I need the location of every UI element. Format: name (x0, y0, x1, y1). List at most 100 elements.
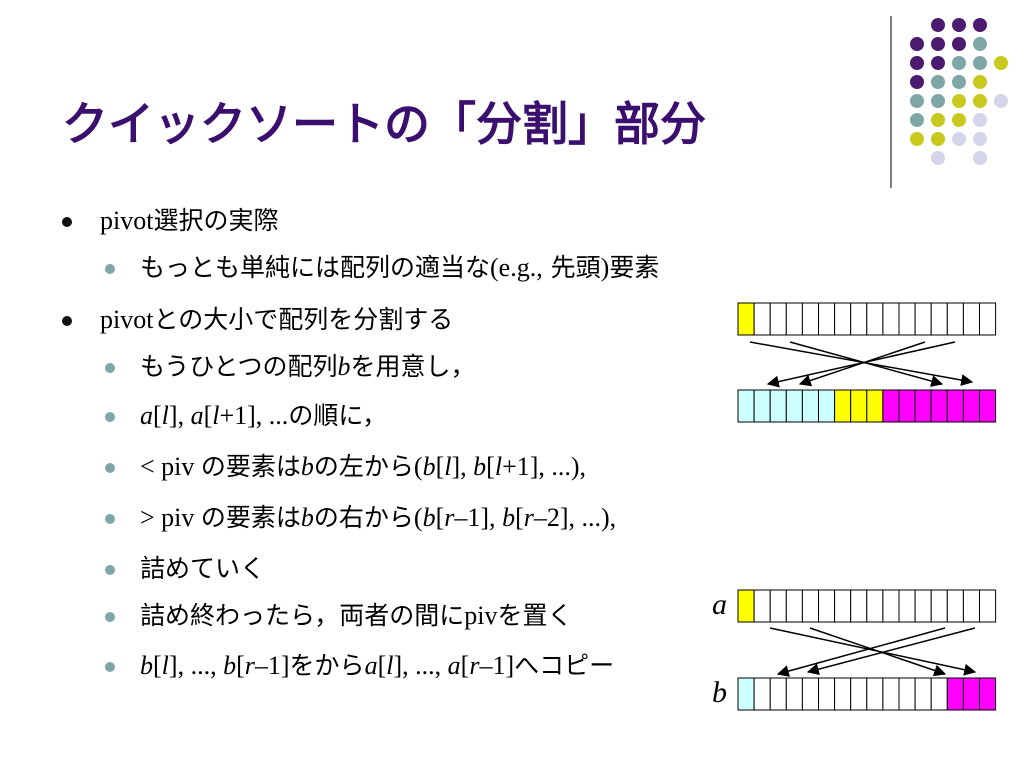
top-a-cell (818, 302, 836, 336)
top-b-cell (818, 389, 836, 423)
bottom-a-cell (882, 589, 900, 623)
bullet-var-b: b (337, 352, 351, 381)
bottom-a-cell (818, 589, 836, 623)
bottom-b-cell (882, 677, 900, 711)
bullet-marker (105, 565, 115, 575)
decorative-dot (910, 37, 924, 51)
bottom-b-cell (979, 677, 997, 711)
partition-arrow (789, 341, 944, 387)
top-b-cell (801, 389, 820, 423)
top-a-cell (769, 302, 787, 336)
bottom-a-cell (898, 589, 916, 623)
bottom-b-cell (930, 677, 948, 711)
bullet-order: a[l], a[l+1], ...の順に， (140, 401, 387, 431)
bullet-text-partition: との大小で配列を分割する (153, 305, 454, 334)
top-a-cell (979, 302, 997, 336)
decorative-dot (973, 56, 987, 70)
top-b-cell (882, 389, 900, 423)
decorative-dot (931, 56, 945, 70)
bottom-a-cell (753, 589, 771, 623)
decorative-dot-grid (0, 0, 1024, 200)
decorative-dot (973, 151, 987, 165)
decorative-dot (931, 113, 945, 127)
copy-arrow (776, 627, 946, 677)
top-b-cell (737, 389, 755, 423)
top-b-cell (962, 389, 981, 423)
slide-title: クイックソートの「分割」部分 (62, 97, 706, 151)
partition-arrow (798, 341, 926, 387)
decorative-divider-line (890, 16, 892, 188)
top-a-cell (737, 302, 755, 336)
bullet-marker (62, 217, 72, 227)
bullet-another-array: もうひとつの配列bを用意し， (140, 352, 476, 382)
bullet-text-prepare: を用意し， (350, 352, 476, 381)
top-b-cell (979, 389, 997, 423)
bullet-order-expr: a[l], a[l+1], ... (140, 401, 289, 430)
bullet-marker (105, 363, 115, 373)
top-a-cell (850, 302, 868, 336)
decorative-dot (952, 37, 966, 51)
bullet-text-pivot: pivot (100, 206, 154, 235)
bottom-b-cell (866, 677, 884, 711)
decorative-dot (952, 56, 966, 70)
decorative-dot (973, 75, 987, 89)
bullet-text-copy: へコピー (514, 651, 615, 680)
top-a-cell (898, 302, 916, 336)
top-a-cell (930, 302, 948, 336)
bullet-marker (105, 264, 115, 274)
decorative-dot (931, 75, 945, 89)
bottom-a-cell (850, 589, 868, 623)
bullet-marker (62, 316, 72, 326)
bullet-text-left: の左から (313, 452, 414, 481)
bottom-a-cell (801, 589, 820, 623)
bottom-a-cell (785, 589, 803, 623)
bullet-pack: 詰めていく (140, 554, 265, 584)
top-a-cell (834, 302, 852, 336)
decorative-dot (973, 113, 987, 127)
bullet-left-expr: (b[l], b[l+1], ...), (413, 452, 587, 481)
decorative-dot (931, 94, 945, 108)
bullet-text-elements2: の要素は (200, 503, 301, 532)
top-b-cell (914, 389, 932, 423)
array-label-a: a (712, 588, 727, 621)
bullet-var-b3: b (300, 503, 314, 532)
bottom-a-cell (769, 589, 787, 623)
top-a-cell (801, 302, 820, 336)
bullet-marker (105, 463, 115, 473)
top-b-cell (834, 389, 852, 423)
bullet-text-eg: (e.g., (490, 253, 543, 282)
decorative-dot (931, 151, 945, 165)
bullet-copy-src: b[l], ..., b[r–1] (140, 651, 290, 680)
decorative-dot (931, 37, 945, 51)
bullet-simplest-choice: もっとも単純には配列の適当な(e.g., 先頭)要素 (140, 253, 659, 283)
bullet-greater-expr: > piv (140, 503, 201, 532)
bullet-text-wokara: をから (289, 651, 365, 680)
decorative-dot (973, 37, 987, 51)
decorative-dot (931, 18, 945, 32)
bullet-place-pivot: 詰め終わったら，両者の間にpivを置く (140, 601, 573, 631)
top-b-cell (753, 389, 771, 423)
bullet-text-another: もうひとつの配列 (140, 352, 338, 381)
bullet-text-place: を置く (497, 601, 573, 630)
bottom-a-cell (930, 589, 948, 623)
top-a-cell (946, 302, 964, 336)
decorative-dot (973, 18, 987, 32)
top-a-cell (866, 302, 884, 336)
bullet-less-than: < piv の要素はbの左から(b[l], b[l+1], ...), (140, 452, 586, 482)
bullet-text-simplest: もっとも単純には配列の適当な (140, 253, 491, 282)
decorative-dot (952, 75, 966, 89)
bottom-a-cell (737, 589, 755, 623)
decorative-dot (910, 56, 924, 70)
bullet-less-expr: < piv (140, 452, 201, 481)
top-a-cell (882, 302, 900, 336)
bottom-b-cell (946, 677, 964, 711)
array-label-b: b (712, 676, 727, 709)
bullet-text-piv: piv (464, 601, 498, 630)
decorative-dot (952, 113, 966, 127)
decorative-dot (994, 94, 1008, 108)
bottom-a-cell (962, 589, 981, 623)
bottom-b-cell (769, 677, 787, 711)
decorative-dot (910, 75, 924, 89)
decorative-dot (952, 18, 966, 32)
